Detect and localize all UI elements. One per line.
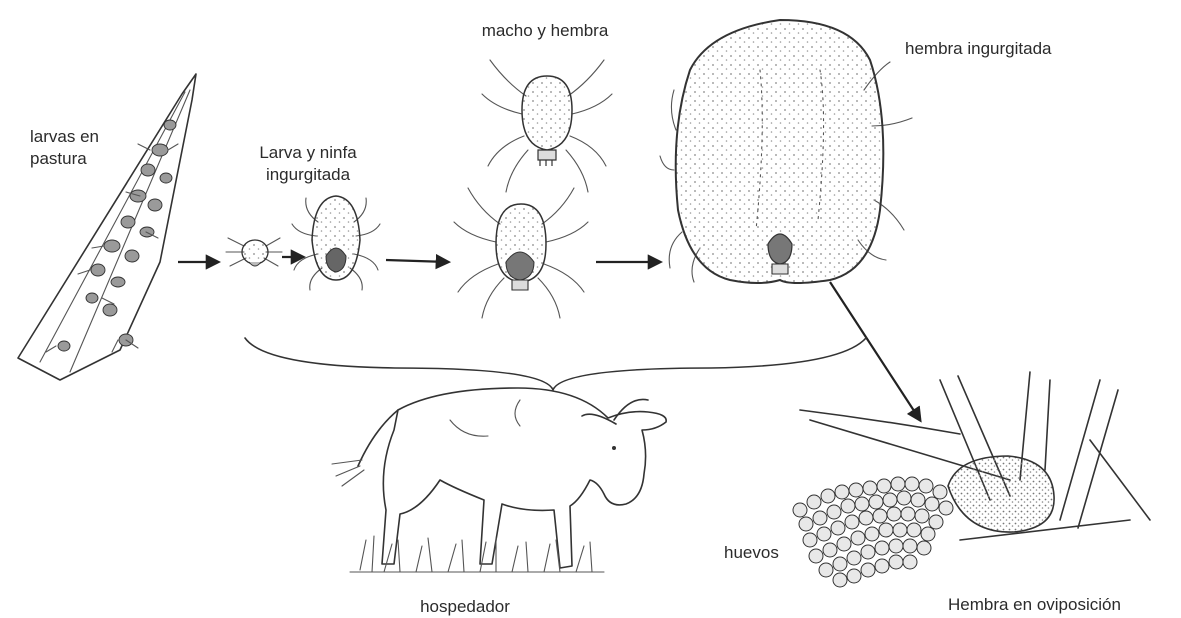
engorged-female-tick (660, 20, 912, 283)
female-tick (454, 188, 588, 318)
host-stages-brace (245, 338, 866, 390)
label-larva-nymph: Larva y ninfa ingurgitada (238, 142, 378, 186)
grass-blade-with-larvae (18, 74, 196, 380)
label-male-female: macho y hembra (455, 20, 635, 42)
egg-mass (793, 477, 953, 587)
label-engorged-female: hembra ingurgitada (905, 38, 1051, 60)
label-ovipositing-female: Hembra en oviposición (948, 594, 1121, 616)
larva-tick (226, 238, 282, 266)
label-larvae-pasture: larvas en pastura (30, 126, 99, 170)
label-eggs: huevos (724, 542, 779, 564)
engorged-nymph-tick (292, 196, 380, 290)
cow-host-illustration (332, 388, 666, 572)
ovipositing-female-illustration (793, 372, 1150, 587)
male-tick (482, 60, 612, 192)
label-host: hospedador (405, 596, 525, 618)
arrow-nymph-to-adults (386, 260, 448, 262)
